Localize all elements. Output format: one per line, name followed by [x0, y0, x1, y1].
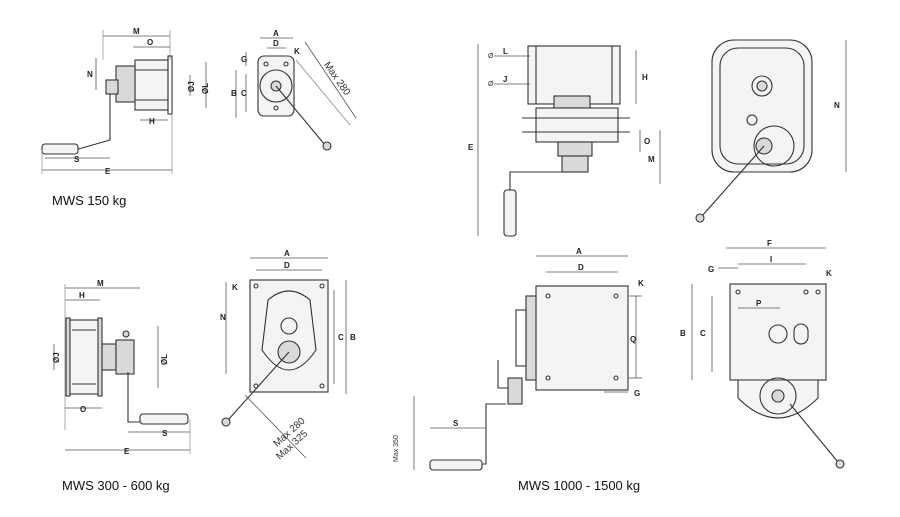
gear-housing	[101, 343, 117, 371]
dim-f-label: F	[767, 239, 772, 248]
plate-cutout	[261, 290, 317, 371]
dim-e-label: E	[468, 143, 474, 152]
crank-knob	[695, 213, 705, 223]
dim-n-label: N	[220, 313, 226, 322]
dim-m-label: M	[133, 27, 140, 36]
crank-arm	[509, 171, 575, 192]
dim-s-label: S	[74, 155, 80, 164]
mws150-side-view: M O N ØJ ØL H S E	[41, 27, 210, 176]
dim-d-label: D	[284, 261, 290, 270]
dim-g-label: G	[634, 389, 640, 398]
crank-handle	[41, 143, 79, 155]
dim-e-label: E	[105, 167, 111, 176]
dim-j-label: ØJ	[187, 81, 196, 92]
dim-j-label: ØJ	[52, 352, 61, 363]
crank-knob	[221, 417, 231, 427]
gear-housing	[535, 107, 619, 143]
dim-c-label: C	[700, 329, 706, 338]
dim-o-label: O	[147, 38, 153, 47]
crank-handle	[429, 459, 483, 471]
dim-g-label: G	[708, 265, 714, 274]
winch-plate	[535, 285, 629, 391]
svg-text:Ø: Ø	[488, 53, 494, 60]
dim-d-label: D	[578, 263, 584, 272]
dim-g-label: G	[241, 55, 247, 64]
dim-h-label: H	[149, 117, 155, 126]
drum-housing	[527, 45, 621, 105]
drum-body	[134, 59, 169, 111]
drum-circle	[259, 69, 293, 103]
dim-b-label: B	[680, 329, 686, 338]
dim-l-label: L	[503, 47, 508, 56]
caption-mws150: MWS 150 kg	[52, 193, 126, 208]
dim-s-label: S	[453, 419, 459, 428]
dim-n-label: N	[834, 101, 840, 110]
dim-k-label: K	[294, 47, 300, 56]
mws150-front-view: A D K G B C Max 280	[231, 29, 357, 151]
crank-handle	[139, 413, 189, 425]
dim-h-label: H	[79, 291, 85, 300]
shaft-hole	[768, 324, 788, 344]
dim-q-label: Q	[630, 335, 636, 344]
dim-l-label: ØL	[160, 354, 169, 365]
crank-line	[701, 145, 765, 217]
caption-mws300: MWS 300 - 600 kg	[62, 478, 170, 493]
mws1000-front-view: F G I K P B C	[680, 239, 845, 469]
dim-k-label: K	[232, 283, 238, 292]
dim-k-label: K	[638, 279, 644, 288]
crank-arm	[74, 94, 111, 151]
dim-p-label: P	[756, 299, 762, 308]
dim-o-label: O	[80, 405, 86, 414]
crank-knob	[322, 141, 332, 151]
mws1000-side-view: A D K Q G S Max 350	[393, 247, 644, 471]
dim-a-label: A	[273, 29, 279, 38]
drum-body	[67, 319, 101, 395]
dim-b-label: B	[350, 333, 356, 342]
crank-arm-top	[497, 360, 508, 389]
mws1000-top-view: Ø L Ø J H E O M	[468, 44, 661, 237]
dim-o-label: O	[644, 137, 650, 146]
mws1000-back-view: N	[695, 39, 847, 223]
dim-m-label: M	[97, 279, 104, 288]
dim-a-label: A	[576, 247, 582, 256]
dim-c-label: C	[241, 89, 247, 98]
crank-knob	[835, 459, 845, 469]
winch-plate	[249, 279, 329, 393]
crank-line	[275, 85, 326, 146]
crank-line	[227, 351, 290, 421]
dim-b-label: B	[231, 89, 237, 98]
max-reach-label: Max 350	[393, 435, 400, 462]
dim-e-label: E	[124, 447, 130, 456]
svg-text:Ø: Ø	[488, 81, 494, 88]
winch-plate	[729, 283, 827, 381]
dim-l-label: ØL	[201, 83, 210, 94]
crank-arm	[127, 372, 140, 423]
dim-n-label: N	[87, 70, 93, 79]
dim-d-label: D	[273, 39, 279, 48]
dim-m-label: M	[648, 155, 655, 164]
max-reach-label: Max 280	[321, 60, 352, 98]
gear-housing	[507, 377, 523, 405]
dim-j-label: J	[503, 75, 507, 84]
gear-cover	[711, 39, 813, 173]
dim-h-label: H	[642, 73, 648, 82]
slot-hole	[793, 323, 809, 345]
crank-line	[789, 403, 839, 463]
mws300-side-view: M H ØJ ØL O S E	[52, 279, 191, 456]
dim-s-label: S	[162, 429, 168, 438]
gear-housing	[115, 65, 136, 103]
dim-c-label: C	[338, 333, 344, 342]
crank-handle	[503, 189, 517, 237]
mws300-front-view: A D K N C B Max 280 Max 325	[220, 249, 356, 462]
dim-i-label: I	[770, 255, 772, 264]
crank-arm	[478, 403, 506, 465]
caption-mws1000: MWS 1000 - 1500 kg	[518, 478, 640, 493]
dim-a-label: A	[284, 249, 290, 258]
dim-k-label: K	[826, 269, 832, 278]
